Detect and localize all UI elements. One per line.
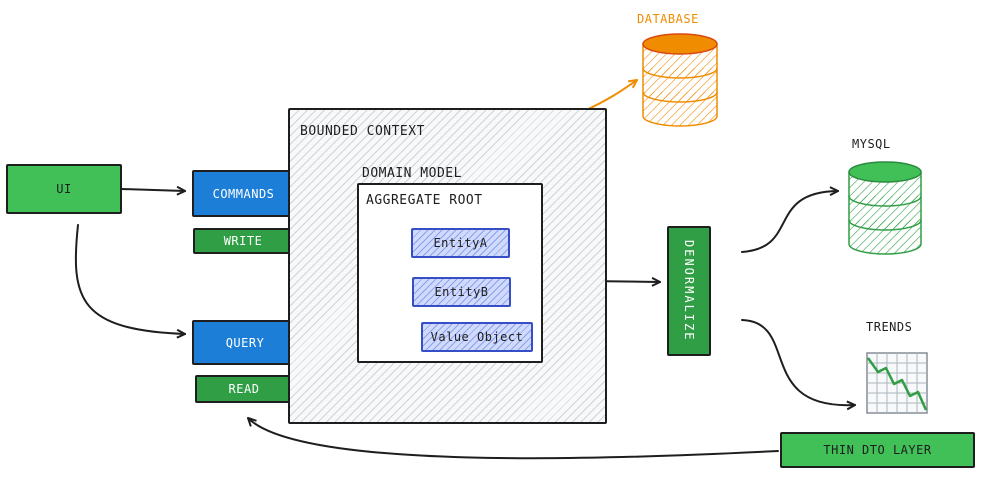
arrow-dto-to-read [248, 418, 779, 460]
trends-label: TRENDS [866, 320, 913, 334]
bounded-context-title: BOUNDED CONTEXT [300, 124, 425, 139]
arrow-denormalize-to-mysql [741, 191, 838, 253]
query-box: QUERY [192, 320, 298, 365]
arrow-ui-to-query [74, 224, 185, 334]
read-label: READ [195, 375, 293, 403]
mysql-icon [848, 161, 922, 255]
database-icon [642, 33, 718, 127]
entity-a-box: EntityA [411, 228, 510, 258]
domain-model-title: DOMAIN MODEL [362, 166, 462, 181]
database-label: DATABASE [637, 12, 699, 26]
write-label: WRITE [193, 228, 293, 254]
thin-dto-layer-box: THIN DTO LAYER [780, 432, 975, 468]
arrow-denormalize-to-trends [741, 319, 855, 405]
arrow-ui-to-commands [121, 189, 185, 191]
trend-chart-icon [866, 352, 928, 414]
commands-box: COMMANDS [192, 170, 295, 217]
bounded-context-box [288, 108, 607, 424]
mysql-label: MYSQL [852, 137, 891, 151]
ui-box: UI [6, 164, 122, 214]
value-object-box: Value Object [421, 322, 533, 352]
entity-b-box: EntityB [412, 277, 511, 307]
aggregate-root-title: AGGREGATE ROOT [366, 193, 483, 208]
denormalize-box: DENORMALIZE [667, 226, 711, 356]
